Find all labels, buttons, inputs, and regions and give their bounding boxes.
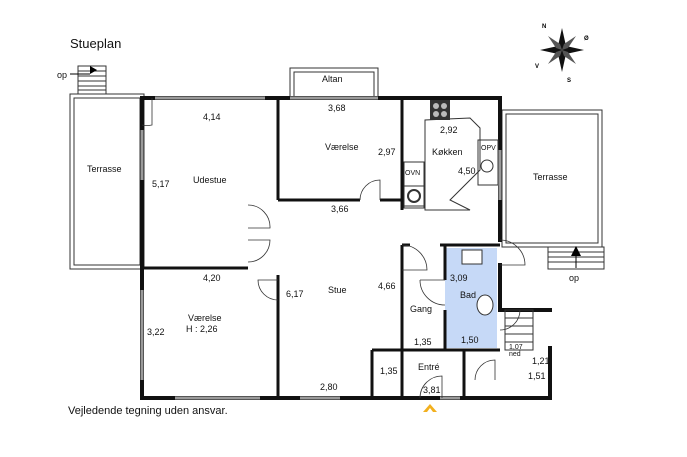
right-terrace xyxy=(501,109,605,270)
dim-stair-d2: 1,51 xyxy=(528,371,546,381)
room-vaerelse-bottom: Værelse xyxy=(188,313,222,323)
room-terrasse-right: Terrasse xyxy=(533,172,568,182)
room-entre: Entré xyxy=(418,362,440,372)
dim-stair-w: 1,07 xyxy=(509,344,523,351)
dim-stue-w: 2,80 xyxy=(320,382,338,392)
right-stair xyxy=(504,309,534,351)
dim-kokken-w: 2,92 xyxy=(440,125,458,135)
room-altan: Altan xyxy=(322,74,343,84)
room-stue: Stue xyxy=(328,285,347,295)
dim-stue-left: 6,17 xyxy=(286,289,304,299)
room-vaerelse-top: Værelse xyxy=(325,142,359,152)
room-bad: Bad xyxy=(460,290,476,300)
interior-walls xyxy=(142,98,500,398)
dim-gang-w: 1,35 xyxy=(414,337,432,347)
room-udestue: Udestue xyxy=(193,175,227,185)
dim-vaerelse-top-w2: 3,66 xyxy=(331,204,349,214)
stair-ned: ned xyxy=(509,351,521,358)
dim-vaerelse-top-h: 2,97 xyxy=(378,147,396,157)
bath-sink-icon xyxy=(461,249,483,265)
dim-stair-d1: 1,21 xyxy=(532,356,550,366)
toilet-icon xyxy=(476,294,494,316)
dim-bad-h: 1,50 xyxy=(461,335,479,345)
compass-n: N xyxy=(542,24,546,30)
disclaimer-text: Vejledende tegning uden ansvar. xyxy=(68,405,228,417)
stair-op-left: op xyxy=(57,70,67,80)
stair-op-right: op xyxy=(569,273,579,283)
room-terrasse-left: Terrasse xyxy=(87,164,122,174)
sink-icon xyxy=(480,159,494,173)
stove-icon xyxy=(430,100,450,120)
compass-o: Ø xyxy=(584,36,589,42)
windows xyxy=(140,96,502,400)
dim-bad-w: 3,09 xyxy=(450,273,468,283)
room-kokken: Køkken xyxy=(432,147,463,157)
label-ovn: OVN xyxy=(405,170,420,177)
dim-udestue-h: 5,17 xyxy=(152,179,170,189)
compass-v: V xyxy=(535,64,539,70)
dim-udestue-w: 4,14 xyxy=(203,112,221,122)
stair-arrow-left xyxy=(90,66,97,74)
label-opv: OPV xyxy=(481,145,496,152)
stair-arrow-right xyxy=(571,246,581,256)
dim-entre-h: 1,35 xyxy=(380,366,398,376)
dim-vaerelse-bottom-h: 3,22 xyxy=(147,327,165,337)
entrance-arrow-icon xyxy=(423,404,437,412)
kitchen-counter xyxy=(403,117,499,211)
plan-title: Stueplan xyxy=(70,36,122,51)
dim-kokken-h: 4,50 xyxy=(458,166,476,176)
doors xyxy=(141,98,526,399)
dim-vaerelse-bottom-w: 4,20 xyxy=(203,273,221,283)
dim-entre-w: 3,81 xyxy=(423,385,441,395)
oven-icon xyxy=(403,185,425,207)
room-gang: Gang xyxy=(410,304,432,314)
room-vaerelse-height: H : 2,26 xyxy=(186,324,218,334)
compass-s: S xyxy=(567,78,571,84)
dim-vaerelse-top-w: 3,68 xyxy=(328,103,346,113)
dim-stue-right: 4,66 xyxy=(378,281,396,291)
compass-icon: N Ø V S xyxy=(535,24,589,84)
